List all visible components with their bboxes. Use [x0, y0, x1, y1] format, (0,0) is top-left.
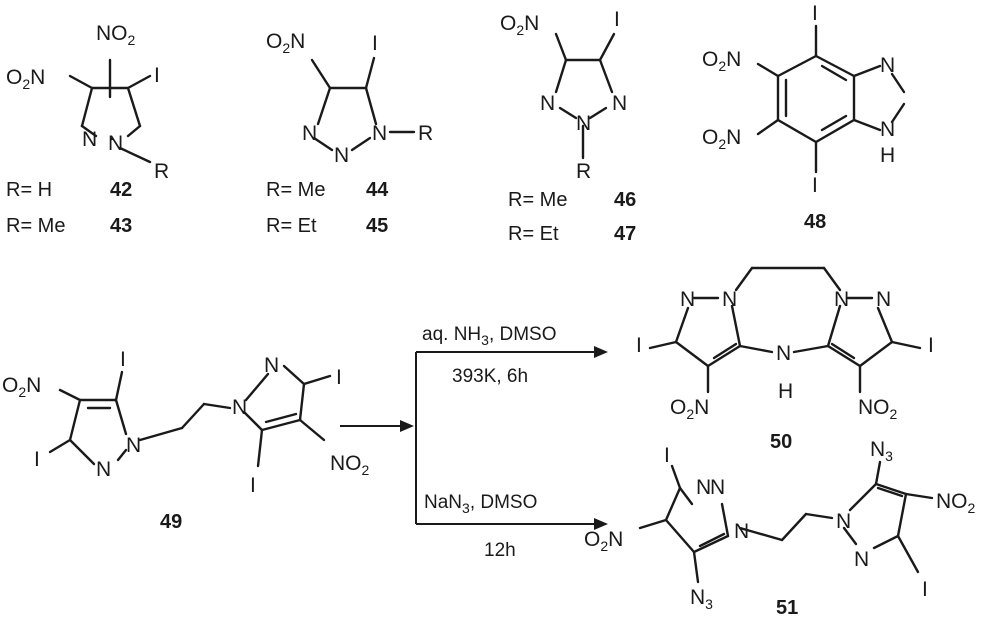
ring-nitrogen: N — [834, 288, 849, 311]
iodine-label: I — [120, 348, 126, 371]
ring-nitrogen: N — [302, 122, 317, 145]
ring-nitrogen: N — [232, 396, 247, 419]
no2-label: NO2 — [858, 396, 898, 422]
ring-nitrogen: N — [722, 288, 737, 311]
o2n-label: O2N — [6, 66, 45, 92]
o2n-label: O2N — [702, 126, 741, 152]
amine-nitrogen: N — [776, 342, 791, 365]
structure-42-43: NO2 O2N I N N R R= H 42 R= Me 43 — [6, 22, 169, 237]
iodine-label: I — [372, 32, 378, 55]
ring-nitrogen: N — [82, 128, 97, 151]
no2-label-top: NO2 — [96, 22, 136, 48]
ring-nitrogen: N — [696, 476, 711, 499]
ring-nitrogen: N — [540, 92, 555, 115]
r-substituent-text: R= Et — [508, 223, 559, 245]
ring-nitrogen: N — [96, 458, 111, 481]
ring-nitrogen: N — [108, 132, 123, 155]
no2-label: NO2 — [936, 490, 976, 516]
compound-number: 42 — [110, 179, 132, 201]
compound-number: 46 — [614, 189, 636, 211]
ring-nitrogen: N — [372, 122, 387, 145]
compound-number: 45 — [366, 215, 388, 237]
o2n-label: O2N — [2, 374, 41, 400]
reaction-arrows — [340, 346, 608, 530]
r-group: R — [576, 160, 591, 183]
ring-nitrogen: N — [880, 54, 895, 77]
compound-number: 50 — [770, 431, 792, 453]
compound-number: 51 — [776, 597, 798, 619]
iodine-label: I — [614, 8, 620, 31]
ring-nitrogen: N — [126, 434, 141, 457]
o2n-label: O2N — [266, 30, 305, 56]
ring-nitrogen: N — [710, 476, 725, 499]
iodine-label: I — [922, 578, 928, 601]
r-group: R — [418, 122, 433, 145]
condition-lower-time: 12h — [484, 540, 516, 561]
r-substituent-text: R= Me — [508, 189, 567, 211]
compound-number: 48 — [804, 211, 826, 233]
iodine-label: I — [812, 2, 818, 25]
condition-lower: NaN3, DMSO 12h — [424, 492, 537, 561]
compound-number: 49 — [160, 511, 182, 533]
ring-nitrogen: N — [612, 92, 627, 115]
ring-nitrogen: N — [264, 354, 279, 377]
reagent-upper: aq. NH3, DMSO — [422, 324, 557, 348]
ring-nitrogen: N — [680, 288, 695, 311]
r-substituent-text: R= Me — [6, 215, 65, 237]
o2n-label: O2N — [702, 48, 741, 74]
o2n-label: O2N — [584, 528, 623, 554]
o2n-label: O2N — [670, 396, 709, 422]
reagent-lower: NaN3, DMSO — [424, 492, 537, 516]
azide-label: N3 — [690, 586, 713, 612]
structure-49: O2N I I N N N N I NO2 I 49 — [2, 348, 370, 533]
structure-46-47: O2N I N N N R R= Me 46 R= Et 47 — [500, 8, 636, 245]
structure-48: I I O2N O2N N N H 48 — [702, 2, 906, 233]
amine-hydrogen: H — [778, 380, 793, 403]
ring-nitrogen: N — [880, 118, 895, 141]
nh-hydrogen: H — [880, 144, 895, 167]
ring-nitrogen: N — [876, 288, 891, 311]
condition-upper-time: 393K, 6h — [452, 366, 528, 387]
iodine-label: I — [34, 448, 40, 471]
iodine-label: I — [154, 64, 160, 87]
r-substituent-text: R= Me — [266, 179, 325, 201]
structure-51: I N N N O2N N3 N3 N N NO2 I 51 — [584, 438, 976, 619]
structure-50: N N N N I I N H O2N NO2 50 — [636, 266, 934, 453]
iodine-label: I — [812, 174, 818, 197]
structure-44-45: O2N I N N N R R= Me 44 R= Et 45 — [266, 30, 433, 237]
ring-nitrogen: N — [734, 520, 749, 543]
compound-number: 44 — [366, 179, 389, 201]
compound-number: 43 — [110, 215, 132, 237]
ring-nitrogen: N — [334, 144, 349, 167]
iodine-label: I — [636, 334, 642, 357]
iodine-label: I — [336, 366, 342, 389]
r-substituent-text: R= Et — [266, 215, 317, 237]
iodine-label: I — [250, 474, 256, 497]
no2-label: NO2 — [330, 452, 370, 478]
condition-upper: aq. NH3, DMSO 393K, 6h — [422, 324, 557, 387]
compound-number: 47 — [614, 223, 636, 245]
ring-nitrogen: N — [854, 548, 869, 571]
ring-nitrogen: N — [836, 510, 851, 533]
azide-label: N3 — [870, 438, 893, 464]
iodine-label: I — [664, 444, 670, 467]
iodine-label: I — [928, 334, 934, 357]
ring-nitrogen: N — [576, 112, 591, 135]
o2n-label: O2N — [500, 12, 539, 38]
r-substituent-text: R= H — [6, 179, 52, 201]
r-group: R — [154, 160, 169, 183]
